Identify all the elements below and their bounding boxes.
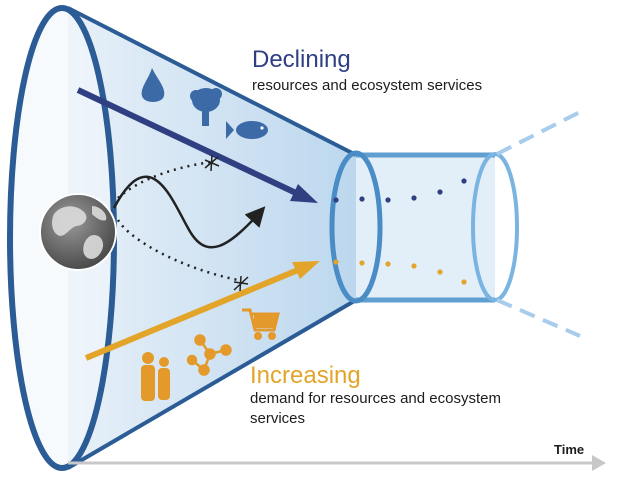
tube-entry-ring: [329, 150, 383, 304]
declining-dots: [333, 178, 467, 203]
declining-arrow: [76, 87, 318, 203]
dashed-extension-top: [496, 110, 581, 156]
globe-icon: [39, 193, 117, 271]
funnel-top-edge: [67, 6, 357, 157]
declining-heading: Declining: [252, 46, 351, 73]
molecule-icon: [186, 334, 232, 376]
lower-dotted-trajectory: [116, 219, 239, 282]
center-trajectory: [112, 175, 266, 249]
tree-icon: [190, 88, 222, 126]
burst-icon: [204, 154, 220, 172]
people-icon: [141, 352, 170, 401]
burst-icon: [233, 275, 249, 292]
shopping-cart-icon: [242, 308, 280, 340]
funnel-bottom-edge: [66, 298, 358, 470]
increasing-dots: [333, 259, 467, 285]
upper-dotted-trajectory: [117, 160, 213, 199]
funnel-cone: [68, 8, 356, 468]
declining-subtitle: resources and ecosystem services: [252, 77, 483, 94]
water-drop-icon: [141, 68, 165, 102]
increasing-subtitle-line1: demand for resources and ecosystem: [250, 390, 501, 407]
time-axis-label: Time: [554, 442, 585, 457]
tube-body: [356, 155, 495, 300]
dashed-extension-bottom: [496, 298, 581, 338]
fish-icon: [226, 121, 268, 139]
increasing-subtitle-line2: services: [250, 410, 306, 427]
increasing-heading: Increasing: [250, 362, 361, 389]
tube-exit-ring: [471, 152, 519, 302]
time-axis: [68, 455, 606, 471]
increasing-arrow: [84, 261, 320, 361]
